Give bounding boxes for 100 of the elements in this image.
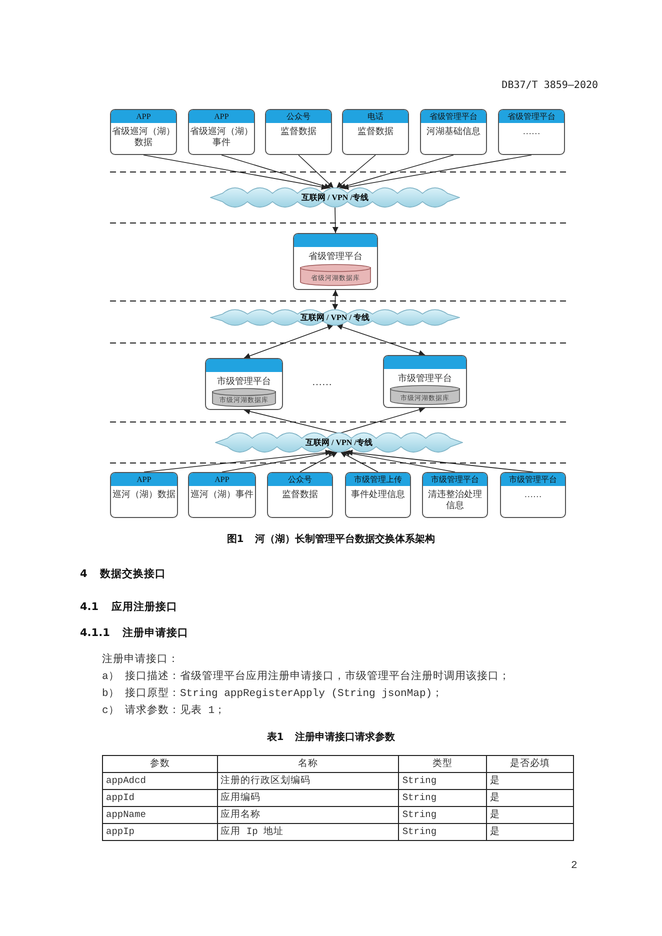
header-band: APP: [189, 473, 255, 486]
card-text: ……: [524, 489, 542, 500]
list-marker: a）: [102, 671, 120, 684]
list-item-text: 接口描述：省级管理平台应用注册申请接口，市级管理平台注册时调用该接口；: [125, 671, 510, 684]
data-source-card: [498, 109, 565, 155]
data-source-card: [188, 472, 256, 518]
list-marker: b）: [102, 688, 120, 701]
arrow: [340, 452, 378, 472]
cloud-label: 互联网 / VPN / 专线: [300, 312, 370, 322]
data-source-card: [420, 109, 487, 155]
card-text: 省级巡河（湖）事件: [190, 126, 253, 148]
table-header-cell: 名称: [217, 756, 399, 772]
card-text: 巡河（湖）数据: [112, 489, 176, 500]
double-arrow: [336, 324, 426, 356]
platform-card: [293, 233, 378, 290]
header-band: 省级管理平台: [421, 110, 486, 123]
arrow: [343, 450, 456, 472]
network-cloud: [210, 187, 460, 208]
arrow: [244, 408, 338, 434]
card-text: 监督数据: [280, 126, 316, 137]
table-cell: 应用名称: [217, 806, 399, 824]
cloud-label: 互联网 / VPN /专线: [306, 438, 372, 448]
header-band: APP: [189, 110, 254, 123]
card-text: 河湖基础信息: [426, 126, 480, 137]
section-heading: 4 数据交换接口: [80, 568, 166, 581]
arrow: [342, 154, 532, 190]
table-cell: 注册的行政区划编码: [217, 772, 399, 790]
list-marker: c）: [102, 705, 120, 718]
card-text: 省级巡河（湖）数据: [112, 126, 175, 148]
section-heading: 4.1.1 注册申请接口: [80, 627, 189, 640]
section-heading: 4.1 应用注册接口: [80, 601, 178, 614]
table-cell: String: [398, 790, 487, 806]
card-text: 清违整治处理信息: [427, 489, 483, 511]
table-cell: String: [398, 772, 487, 790]
list-item-text: 接口原型：String appRegisterApply (String jsonMap)；: [125, 688, 444, 701]
arrow: [332, 206, 338, 234]
arrow: [340, 406, 426, 434]
table-cell: 应用编码: [217, 790, 399, 806]
arrow: [346, 450, 534, 472]
table-cell: appId: [102, 790, 218, 806]
header-band: 公众号: [268, 473, 332, 486]
double-arrow: [244, 324, 334, 359]
table-cell: appName: [102, 806, 218, 824]
header-band: 省级管理平台: [499, 110, 564, 123]
page-number: 2: [571, 860, 578, 873]
double-arrow: [332, 290, 338, 310]
arrow: [300, 452, 338, 472]
card-text: 省级管理平台: [308, 251, 362, 262]
header-band: APP: [111, 473, 177, 486]
network-cloud: [215, 432, 463, 453]
page-header-code: DB37/T 3859—2020: [502, 80, 598, 92]
table-header-cell: 类型: [398, 756, 487, 772]
data-source-card: [267, 472, 333, 518]
card-text: 市级管理平台: [398, 373, 452, 384]
arrow: [336, 154, 376, 188]
arrow: [222, 450, 335, 472]
header-band: 市级管理平台: [423, 473, 487, 486]
data-source-card: [342, 109, 409, 155]
table-caption: 表1 注册申请接口请求参数: [266, 731, 396, 744]
card-text: 事件处理信息: [351, 489, 405, 500]
header-band: 市级管理平台: [501, 473, 565, 486]
card-text: 巡河（湖）事件: [190, 489, 254, 500]
table-cell: String: [398, 824, 487, 840]
ellipsis-mark: ……: [312, 378, 332, 388]
table-header-cell: 是否必填: [486, 756, 574, 772]
platform-card: [383, 355, 467, 408]
arrow: [339, 154, 454, 190]
arrow: [298, 154, 334, 188]
data-source-card: [110, 472, 178, 518]
data-source-card: [422, 472, 488, 518]
header-band: 电话: [343, 110, 408, 123]
data-source-card: [500, 472, 566, 518]
table-cell: 应用 Ip 地址: [217, 824, 399, 840]
cloud-label: 互联网 / VPN /专线: [302, 192, 368, 202]
data-source-card: [265, 109, 332, 155]
table-cell: 是: [486, 790, 574, 806]
database-cylinder: [212, 388, 276, 407]
platform-card: [205, 358, 283, 410]
table-cell: 是: [486, 772, 574, 790]
table-cell: 是: [486, 824, 574, 840]
arrow: [221, 154, 331, 190]
data-source-card: [345, 472, 411, 518]
table-header-cell: 参数: [102, 756, 218, 772]
data-source-card: [188, 109, 255, 155]
database-cylinder: [300, 264, 371, 286]
header-band: 公众号: [266, 110, 331, 123]
figure-caption: 图1 河（湖）长制管理平台数据交换体系架构: [226, 533, 436, 546]
table-cell: 是: [486, 806, 574, 824]
table-cell: appIp: [102, 824, 218, 840]
table-cell: appAdcd: [102, 772, 218, 790]
database-cylinder: [390, 385, 460, 405]
table-cell: String: [398, 806, 487, 824]
body-text: 注册申请接口：: [102, 654, 179, 667]
card-text: 监督数据: [282, 489, 318, 500]
card-text: 市级管理平台: [217, 376, 271, 387]
card-text: 监督数据: [358, 126, 394, 137]
header-band: 市级管理上传: [346, 473, 410, 486]
data-source-card: [110, 109, 177, 155]
card-text: ……: [522, 126, 540, 137]
header-band: APP: [111, 110, 176, 123]
